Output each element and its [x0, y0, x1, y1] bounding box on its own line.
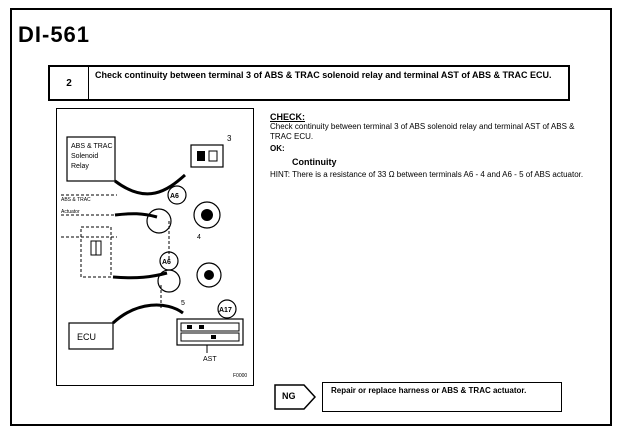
actuator-label-1: ABS & TRAC — [61, 197, 91, 203]
relay-label-2: Solenoid — [71, 153, 98, 160]
ng-action: Repair or replace harness or ABS & TRAC … — [322, 382, 562, 412]
terminal-3-label: 3 — [227, 134, 232, 143]
connector-round-3 — [157, 269, 181, 293]
relay-label-1: ABS & TRAC — [71, 143, 113, 150]
a6-label-1: A6 — [170, 193, 179, 200]
ecu-pin-1 — [187, 325, 192, 329]
ast-label: AST — [203, 356, 217, 363]
connector-round-2-core — [201, 209, 213, 221]
step-instruction: Check continuity between terminal 3 of A… — [95, 70, 552, 80]
wire-3 — [112, 271, 168, 280]
relay-pin-2 — [208, 150, 218, 162]
wire-1 — [114, 173, 186, 196]
ecu-box — [68, 322, 114, 350]
a6-circle-1 — [167, 185, 187, 205]
a17-label: A17 — [219, 307, 232, 314]
relay-box — [66, 136, 116, 182]
terminal-5-label: 5 — [181, 300, 185, 307]
ng-result-row: NG Repair or replace harness or ABS & TR… — [274, 382, 562, 412]
check-section: CHECK: Check continuity between terminal… — [270, 112, 590, 180]
actuator-label-2: Actuator — [61, 209, 80, 215]
hint-text: HINT: There is a resistance of 33 Ω betw… — [270, 170, 584, 179]
page-number: DI-561 — [18, 22, 91, 47]
ecu-connector — [176, 318, 244, 346]
ng-label: NG — [282, 391, 296, 401]
figure-code: F0000 — [233, 373, 247, 379]
connector-round-2 — [193, 201, 221, 229]
ecu-pin-3 — [211, 335, 216, 339]
ng-arrow-shape — [274, 384, 317, 410]
actuator-body — [80, 226, 112, 278]
check-body: Check continuity between terminal 3 of A… — [270, 122, 575, 141]
relay-pin-1 — [197, 151, 205, 161]
wire-4 — [111, 303, 184, 325]
relay-connector — [190, 144, 224, 168]
step-header: 2 Check continuity between terminal 3 of… — [48, 65, 570, 101]
ok-value: Continuity — [292, 157, 337, 167]
connector-round-4-core — [204, 270, 214, 280]
relay-label-3: Relay — [71, 163, 89, 170]
connector-round-4 — [196, 262, 222, 288]
connector-round-1 — [146, 208, 172, 234]
a17-circle — [217, 299, 237, 319]
wiring-diagram-svg: ABS & TRAC Solenoid Relay ABS & TRAC Act… — [61, 134, 247, 379]
step-number: 2 — [50, 67, 89, 99]
ng-arrow-tag: NG — [274, 384, 317, 410]
a6-label-2: A6 — [162, 259, 171, 266]
wiring-diagram: ABS & TRAC Solenoid Relay ABS & TRAC Act… — [56, 108, 254, 386]
ecu-connector-row-1 — [180, 322, 240, 332]
ok-label: OK: — [270, 144, 285, 153]
ecu-label: ECU — [77, 332, 96, 342]
ecu-connector-row-2 — [180, 332, 240, 342]
terminal-4-label: 4 — [197, 234, 201, 241]
ecu-pin-2 — [199, 325, 204, 329]
wire-2 — [114, 212, 158, 219]
page-frame: DI-561 2 Check continuity between termin… — [10, 8, 612, 426]
check-title: CHECK: — [270, 112, 305, 122]
